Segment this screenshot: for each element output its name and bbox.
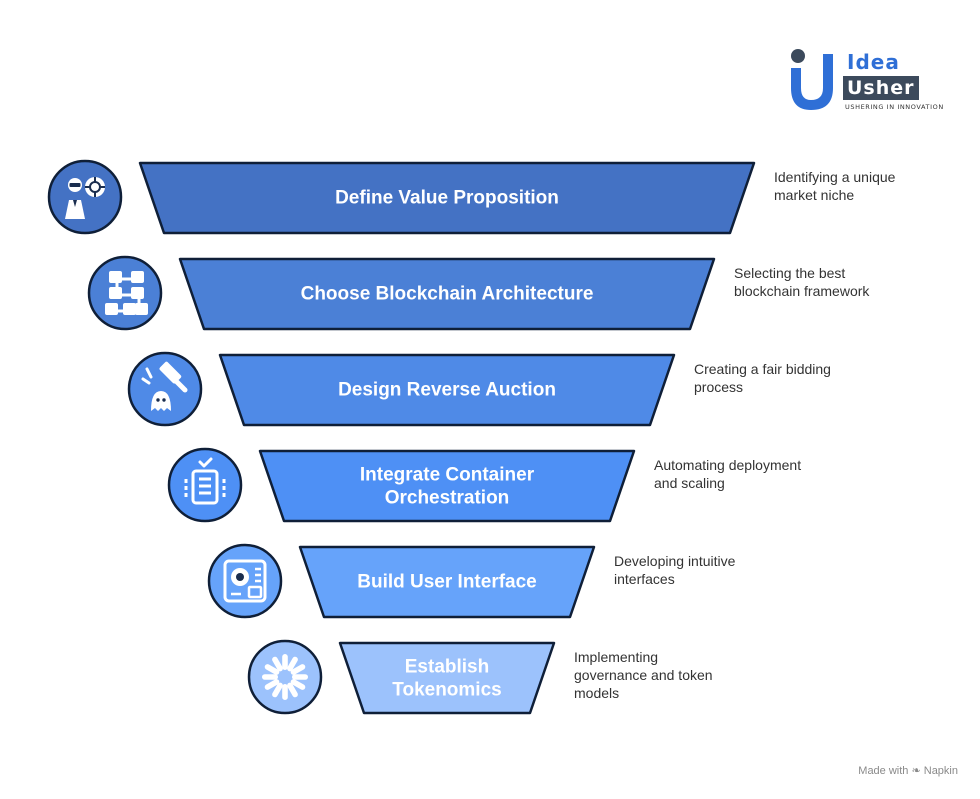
step-description: Identifying a unique market niche bbox=[774, 169, 896, 203]
idea-usher-logo: Idea Usher USHERING IN INNOVATION bbox=[787, 48, 952, 114]
user-interface-icon bbox=[207, 543, 283, 619]
step-description: Selecting the best blockchain framework bbox=[734, 265, 870, 299]
person-target-icon bbox=[47, 159, 123, 235]
step-description: Implementing governance and token models bbox=[574, 649, 713, 701]
logo-word-usher: Usher bbox=[843, 76, 919, 100]
funnel-layer bbox=[178, 257, 716, 331]
step-description: Automating deployment and scaling bbox=[654, 457, 802, 491]
logo-tagline: USHERING IN INNOVATION bbox=[845, 103, 944, 111]
container-icon bbox=[167, 447, 243, 523]
napkin-watermark: Made with ❧ Napkin bbox=[858, 765, 958, 777]
funnel-layer bbox=[298, 545, 596, 619]
funnel-step: Choose Blockchain Architecture bbox=[87, 255, 716, 331]
step-description: Creating a fair bidding process bbox=[694, 361, 831, 395]
funnel-layer bbox=[138, 161, 756, 235]
funnel-step: Build User Interface bbox=[207, 543, 596, 619]
funnel-layer bbox=[258, 449, 636, 523]
funnel-layer bbox=[218, 353, 676, 427]
step-label: Build User Interface bbox=[357, 572, 537, 593]
step-label: Design Reverse Auction bbox=[338, 380, 556, 401]
funnel-step: Define Value Proposition bbox=[47, 159, 756, 235]
gavel-icon bbox=[127, 351, 203, 427]
sunburst-icon bbox=[247, 639, 323, 715]
logo-mark-icon bbox=[791, 49, 833, 110]
funnel-step: Design Reverse Auction bbox=[127, 351, 676, 427]
step-label: Define Value Proposition bbox=[335, 188, 559, 209]
step-description: Developing intuitive interfaces bbox=[614, 553, 736, 587]
funnel-layer bbox=[338, 641, 556, 715]
step-label: Choose Blockchain Architecture bbox=[301, 284, 594, 305]
blocks-network-icon bbox=[87, 255, 163, 331]
logo-word-idea: Idea bbox=[847, 50, 900, 74]
